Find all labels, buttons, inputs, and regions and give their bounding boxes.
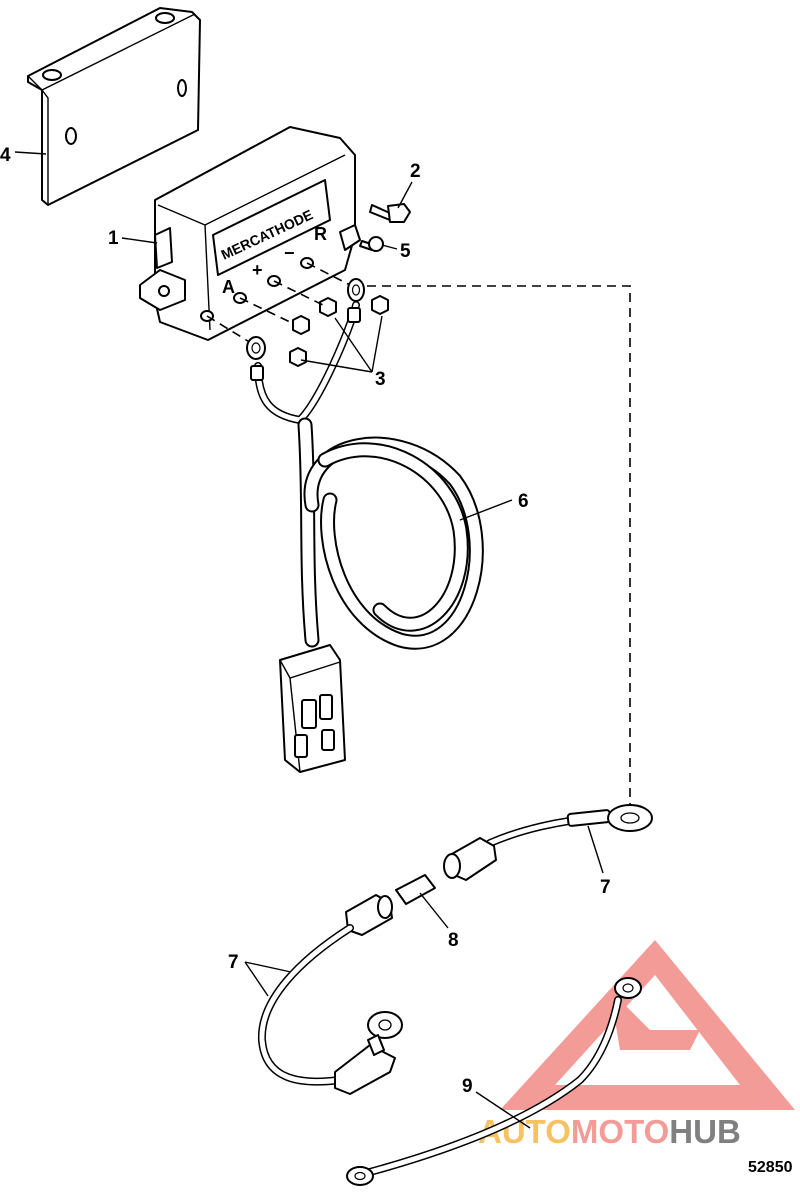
- bolt: [369, 203, 411, 223]
- callout-7-upper: 7: [600, 877, 611, 898]
- terminal-label-a: A: [222, 277, 235, 297]
- watermark-triangle-inner: [610, 990, 700, 1050]
- callout-2: 2: [410, 161, 421, 182]
- ground-strap: [346, 977, 642, 1186]
- figure-number: 52850: [748, 1159, 793, 1176]
- callout-9: 9: [462, 1076, 473, 1097]
- assembly-guide-lines: [206, 262, 631, 810]
- screw: [359, 236, 384, 252]
- leader-lines: [14, 151, 604, 1129]
- callout-6: 6: [518, 491, 529, 512]
- callout-labels: 1 2 3 4 5 6 7 7 8 9: [0, 145, 611, 1097]
- mounting-bracket: [27, 7, 201, 206]
- callout-7-lower: 7: [228, 952, 239, 973]
- callout-5: 5: [400, 241, 411, 262]
- terminal-label-r: R: [314, 224, 327, 244]
- callout-8: 8: [448, 930, 459, 951]
- callout-3: 3: [375, 369, 386, 390]
- watermark-hub: HUB: [669, 1113, 741, 1150]
- callout-1: 1: [108, 228, 119, 249]
- terminal-label-plus: +: [252, 260, 263, 280]
- hex-nuts: [289, 295, 389, 367]
- watermark-triangle: [500, 940, 795, 1110]
- fused-lead: [257, 804, 653, 1095]
- callout-4: 4: [0, 145, 11, 166]
- terminal-label-minus: −: [284, 243, 295, 263]
- wiring-harness: [246, 278, 484, 773]
- mercathode-controller: MERCATHODE A + − R: [139, 126, 361, 341]
- watermark-moto: MOTO: [571, 1113, 669, 1150]
